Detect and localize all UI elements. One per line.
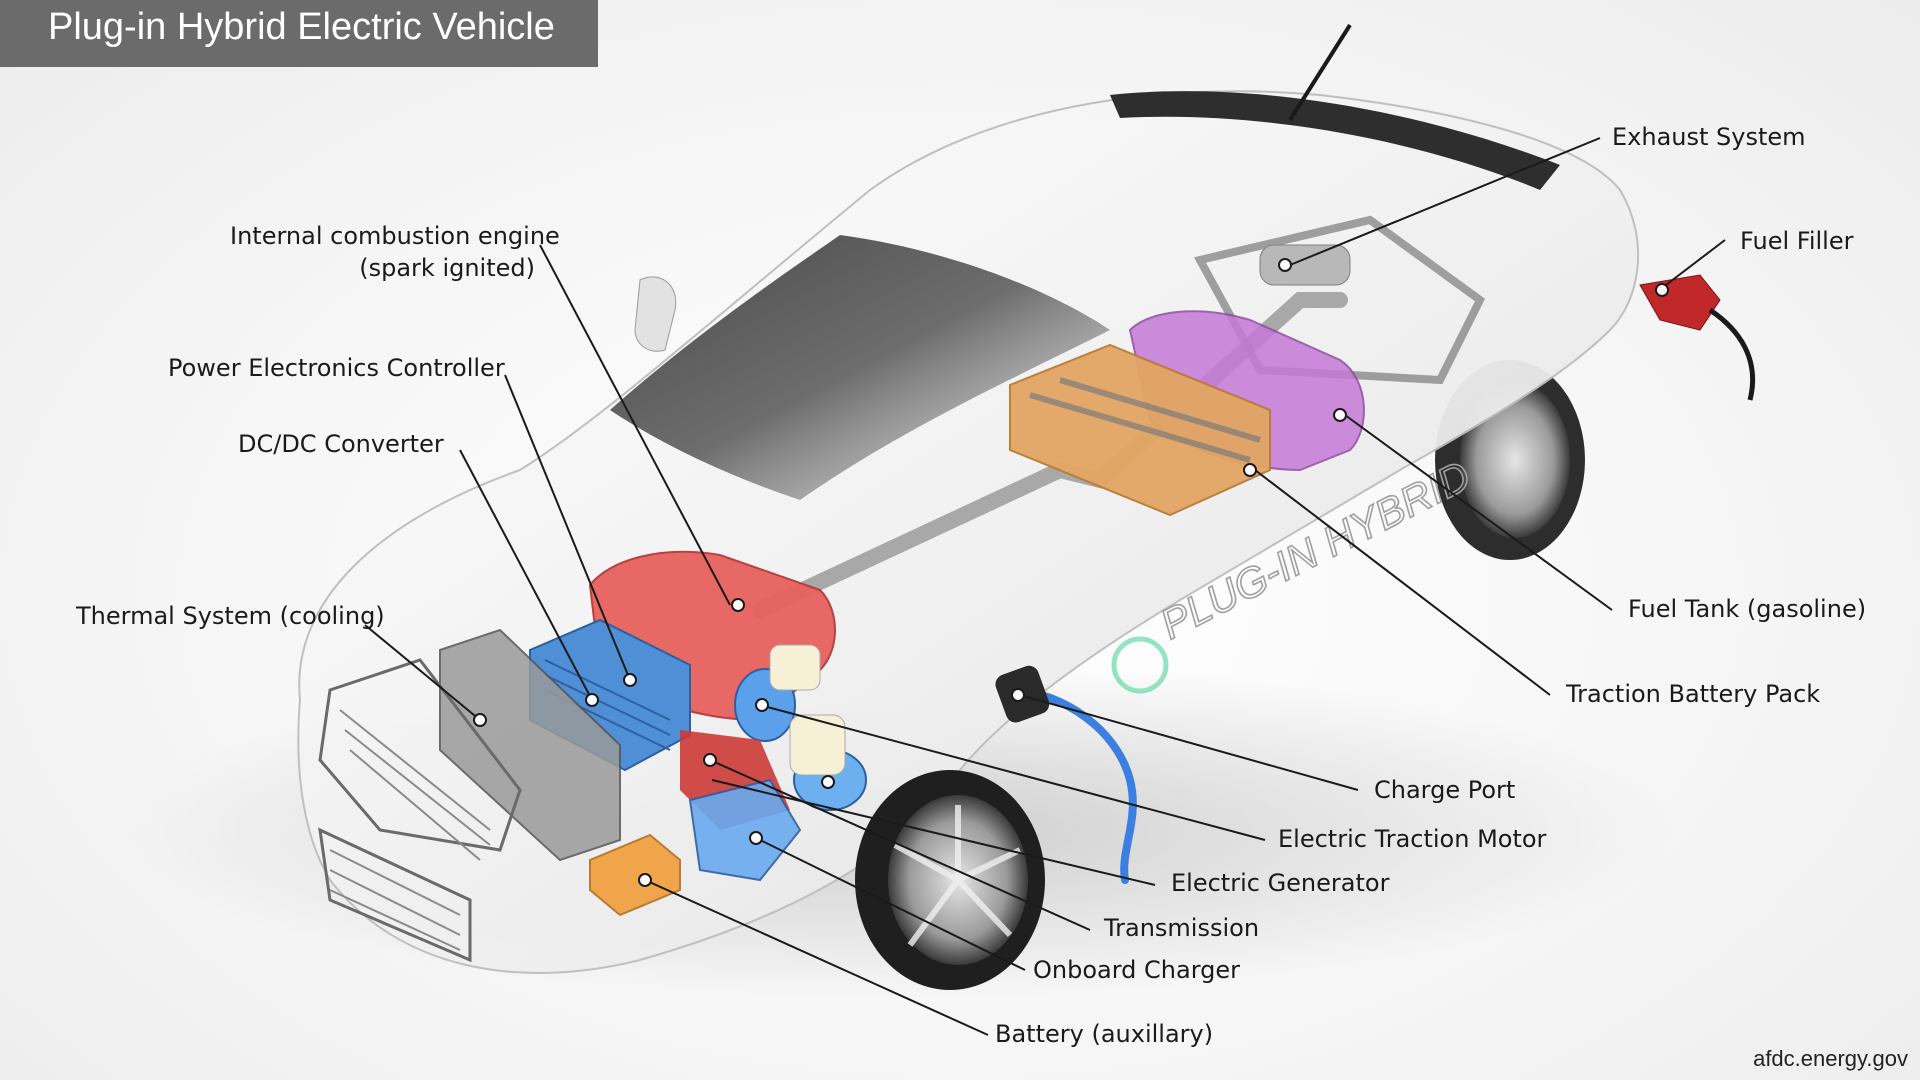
charge-cable xyxy=(1016,686,1137,884)
label-ice-line2: (spark ignited) xyxy=(359,254,535,282)
label-ice-line1: Internal combustion engine xyxy=(230,222,560,250)
fuel-hose xyxy=(1708,307,1756,401)
coolant-reservoir xyxy=(769,644,821,691)
muffler xyxy=(1259,244,1351,286)
lower-grille-slats xyxy=(329,849,461,951)
label-battery-aux: Battery (auxillary) xyxy=(995,1020,1214,1048)
label-generator: Electric Generator xyxy=(1171,869,1390,897)
antenna xyxy=(1288,23,1352,122)
label-traction-motor: Electric Traction Motor xyxy=(1278,825,1547,853)
label-dcdc: DC/DC Converter xyxy=(238,430,444,458)
battery-straps xyxy=(1029,377,1261,463)
label-fuel-tank: Fuel Tank (gasoline) xyxy=(1628,595,1867,623)
label-charge-port: Charge Port xyxy=(1374,776,1516,804)
label-transmission: Transmission xyxy=(1104,914,1260,942)
aux-battery-shape xyxy=(589,833,681,917)
label-onboard-charger: Onboard Charger xyxy=(1033,956,1241,984)
page-title: Plug-in Hybrid Electric Vehicle xyxy=(0,0,598,67)
source-credit: afdc.energy.gov xyxy=(1753,1046,1908,1071)
callout-dots xyxy=(473,258,1669,887)
label-thermal: Thermal System (cooling) xyxy=(76,602,385,630)
lower-grille xyxy=(318,827,472,963)
rear-right-rim xyxy=(1460,382,1570,538)
onboard-charger-shape xyxy=(688,778,802,882)
washer-reservoir xyxy=(789,714,846,776)
side-mirror xyxy=(634,276,677,352)
label-fuel-filler: Fuel Filler xyxy=(1740,227,1854,255)
side-logo xyxy=(1111,636,1169,694)
label-traction-battery: Traction Battery Pack xyxy=(1566,680,1821,708)
front-grille xyxy=(318,658,522,852)
grille-slats xyxy=(339,709,491,861)
label-exhaust: Exhaust System xyxy=(1612,123,1806,151)
windshield xyxy=(610,235,1110,500)
fuel-nozzle xyxy=(1639,274,1721,331)
label-power-electronics: Power Electronics Controller xyxy=(168,354,505,382)
roof-band xyxy=(1110,91,1560,190)
callout-lines xyxy=(364,137,1726,1036)
label-ice: Internal combustion engine (spark ignite… xyxy=(230,220,560,284)
radiator-shape xyxy=(439,628,621,862)
